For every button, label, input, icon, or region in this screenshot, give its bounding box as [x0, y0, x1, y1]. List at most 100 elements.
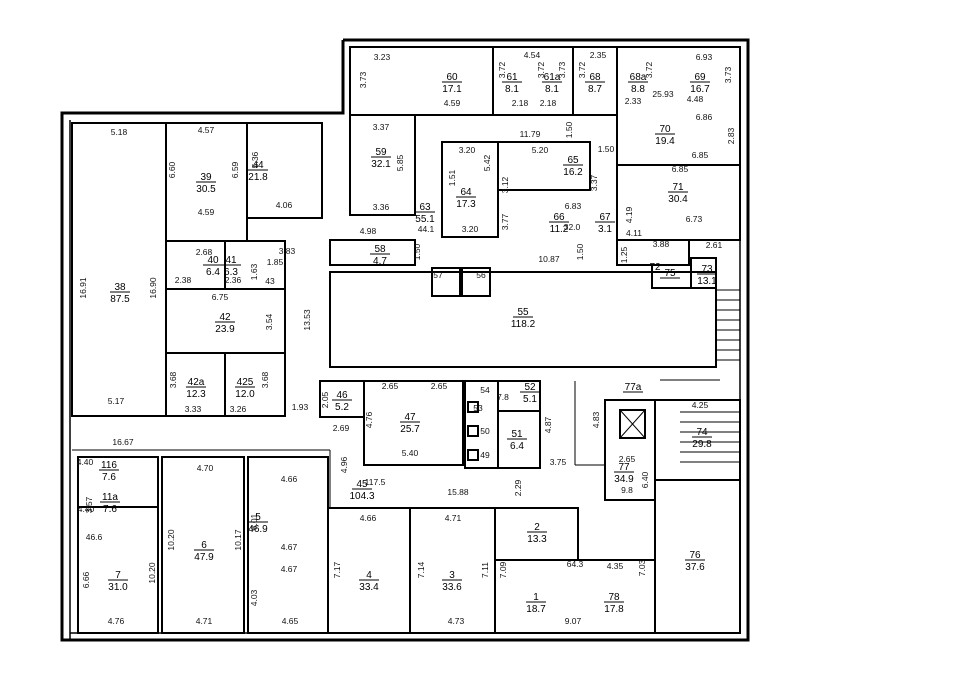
dimension-label: 3.72: [577, 61, 587, 78]
room-number: 1: [533, 592, 539, 603]
room-area: 8.7: [588, 84, 602, 95]
dimension-label: 7.09: [498, 561, 508, 578]
room-number: 42a: [188, 377, 205, 388]
dimension-label: 6.83: [565, 201, 582, 211]
room-number: 42: [219, 312, 231, 323]
dimension-label: 1.50: [575, 243, 585, 260]
room-area: 23.9: [215, 324, 235, 335]
room-labels: 6017.1618.161a8.1688.768a8.86916.77019.4…: [99, 72, 717, 615]
room-number: 61a: [544, 72, 561, 83]
room-number: 40: [207, 255, 219, 266]
dimension-label: 3.20: [459, 145, 476, 155]
room-area: 25.7: [400, 424, 420, 435]
dimension-label: 4.67: [281, 542, 298, 552]
dimension-label: 3.36: [373, 202, 390, 212]
corridors: [72, 381, 605, 509]
room-number: 70: [659, 124, 671, 135]
dimension-label: 3.26: [230, 404, 247, 414]
room-area: 11.2: [550, 224, 569, 235]
room-area: 6.4: [206, 267, 220, 278]
dimension-label: 2.68: [196, 247, 213, 257]
dimension-label: 4.96: [339, 456, 349, 473]
dimension-label: 4.48: [687, 94, 704, 104]
dimension-label: 6.40: [640, 471, 650, 488]
dimension-label: 53: [473, 403, 483, 413]
dimension-label: 44.1: [418, 224, 435, 234]
dimension-label: 25.93: [652, 89, 674, 99]
room-area: 37.6: [685, 562, 705, 573]
room-number: 78: [608, 592, 620, 603]
dimension-label: 43: [265, 276, 275, 286]
room-number: 59: [375, 147, 387, 158]
dimension-label: 5.85: [395, 154, 405, 171]
room-area: 17.8: [604, 604, 624, 615]
room-number: 73: [701, 264, 713, 275]
dimension-label: 2.18: [512, 98, 529, 108]
dimension-label: 3.20: [462, 224, 479, 234]
dimension-label: 6.66: [81, 571, 91, 588]
dimension-label: 4.59: [444, 98, 461, 108]
room-number: 74: [696, 427, 708, 438]
dimension-label: 4.25: [692, 400, 709, 410]
dimension-label: 4.11: [626, 228, 642, 238]
room-area: 17.1: [442, 84, 462, 95]
dimension-label: 3.33: [185, 404, 202, 414]
room-area: 87.5: [110, 294, 130, 305]
dimension-label: 2.83: [726, 127, 736, 144]
room-number: 69: [694, 72, 706, 83]
dimension-label: 10.20: [147, 562, 157, 584]
dimension-label: 1.93: [292, 402, 309, 412]
dimension-label: 3.23: [374, 52, 391, 62]
dimension-label: 2.65: [382, 381, 399, 391]
room-number: 63: [419, 202, 431, 213]
dimension-label: 1.50: [598, 144, 615, 154]
room-number: 7: [115, 570, 121, 581]
room-number: 71: [672, 182, 684, 193]
dimension-label: 3.37: [589, 174, 599, 191]
dimension-label: 4.35: [607, 561, 624, 571]
dimension-label: 6.86: [696, 112, 713, 122]
dimension-label: 9.07: [565, 616, 582, 626]
dimension-label: 4.65: [282, 616, 299, 626]
dimension-label: 6.01: [249, 513, 259, 530]
room-number: 38: [114, 282, 126, 293]
room-number: 60: [446, 72, 458, 83]
dimension-label: 2.61: [706, 240, 723, 250]
room-number: 44: [252, 160, 264, 171]
dimension-label: 4.76: [108, 616, 125, 626]
dimension-label: 49: [480, 450, 490, 460]
room-area: 19.4: [655, 136, 675, 147]
dimension-label: 4.06: [276, 200, 293, 210]
room-number: 425: [237, 377, 254, 388]
room-number: 68a: [630, 72, 647, 83]
dimension-label: 2.18: [540, 98, 557, 108]
dimension-label: 6.73: [686, 214, 703, 224]
dimension-label: 9.8: [621, 485, 633, 495]
room-area: 13.3: [527, 534, 547, 545]
dimension-label: 16.67: [112, 437, 134, 447]
dimension-label: 4.71: [445, 513, 462, 523]
room-area: 7.6: [103, 504, 117, 515]
room-area: 118.2: [511, 319, 536, 330]
dimension-label: 6.85: [692, 150, 709, 160]
dimension-label: 4.67: [281, 564, 298, 574]
dimension-label: 11.79: [520, 129, 541, 139]
dimension-label: 3.72: [644, 61, 654, 78]
room-number: 116: [101, 460, 117, 471]
dimension-label: 4.54: [524, 50, 541, 60]
room-area: 55.1: [415, 214, 435, 225]
dimension-label: 3.75: [550, 457, 567, 467]
dimension-label: 1.63: [249, 263, 259, 280]
dimension-label: 117.5: [365, 477, 386, 487]
dimension-label: 7.03: [637, 559, 647, 576]
room-area: 5.2: [335, 402, 349, 413]
dimension-label: 5.18: [111, 127, 128, 137]
room-area: 104.3: [349, 491, 374, 502]
room-area: 34.9: [614, 474, 634, 485]
room-area: 4.7: [373, 256, 387, 267]
dimension-label: 1.51: [447, 169, 457, 186]
dimension-label: 4.40: [77, 457, 94, 467]
dimension-label: 7.14: [416, 561, 426, 578]
dimension-label: 4.19: [624, 206, 634, 223]
dimension-label: 5.20: [532, 145, 549, 155]
